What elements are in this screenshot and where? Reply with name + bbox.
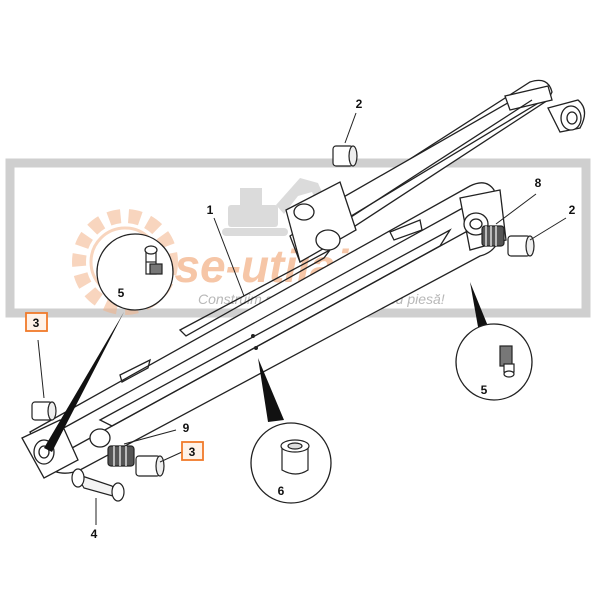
excavator-logo-icon <box>222 178 330 236</box>
callout-5-right: 5 <box>481 383 488 397</box>
grease-hole <box>254 346 258 350</box>
leader <box>213 217 245 297</box>
detail-sleeve <box>250 358 332 504</box>
pin-4 <box>71 468 125 502</box>
arm-tip-ear <box>547 99 586 133</box>
leader <box>495 193 537 225</box>
highlight-box-bottom <box>181 441 204 461</box>
detail-grease-left <box>44 233 174 452</box>
bushing-3-bottom <box>135 455 165 477</box>
callout-1: 1 <box>207 203 214 217</box>
bushing-2-top <box>332 145 358 167</box>
leader <box>37 339 45 399</box>
grease-hole <box>251 334 255 338</box>
right-mount <box>459 189 507 251</box>
callout-8: 8 <box>535 176 542 190</box>
leader <box>159 451 183 463</box>
detail-grease-right <box>455 282 533 401</box>
callout-4: 4 <box>91 527 98 541</box>
leader <box>344 112 357 144</box>
callout-5-left: 5 <box>118 286 125 300</box>
bushing-3-left <box>31 401 57 421</box>
boom <box>29 182 501 474</box>
callout-9: 9 <box>183 421 190 435</box>
callout-2-top: 2 <box>356 97 363 111</box>
callout-6: 6 <box>278 484 285 498</box>
leader <box>529 217 567 241</box>
callout-3-bottom: 3 <box>189 445 196 459</box>
bushing-2-right <box>507 235 535 257</box>
callout-2-right: 2 <box>569 203 576 217</box>
leader <box>123 429 177 445</box>
callout-3-left: 3 <box>33 316 40 330</box>
boom-arm-joint <box>285 181 357 263</box>
pin-8 <box>481 225 505 247</box>
pin-9 <box>107 445 135 467</box>
highlight-box-left <box>25 312 48 332</box>
